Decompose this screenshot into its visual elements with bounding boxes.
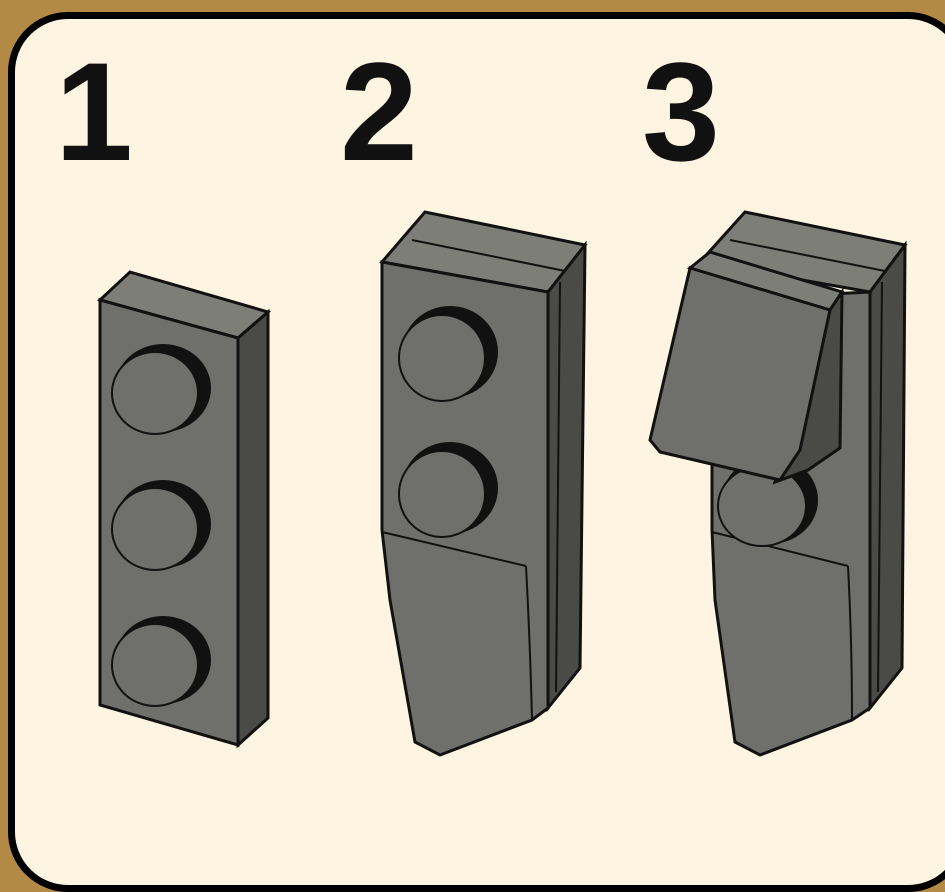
step-2-assembly: [382, 212, 585, 755]
step-3-assembly: [650, 212, 905, 755]
slope-tile: [650, 252, 842, 482]
step-1-plate-1x3: [100, 272, 268, 745]
build-steps-illustration: [0, 0, 945, 858]
